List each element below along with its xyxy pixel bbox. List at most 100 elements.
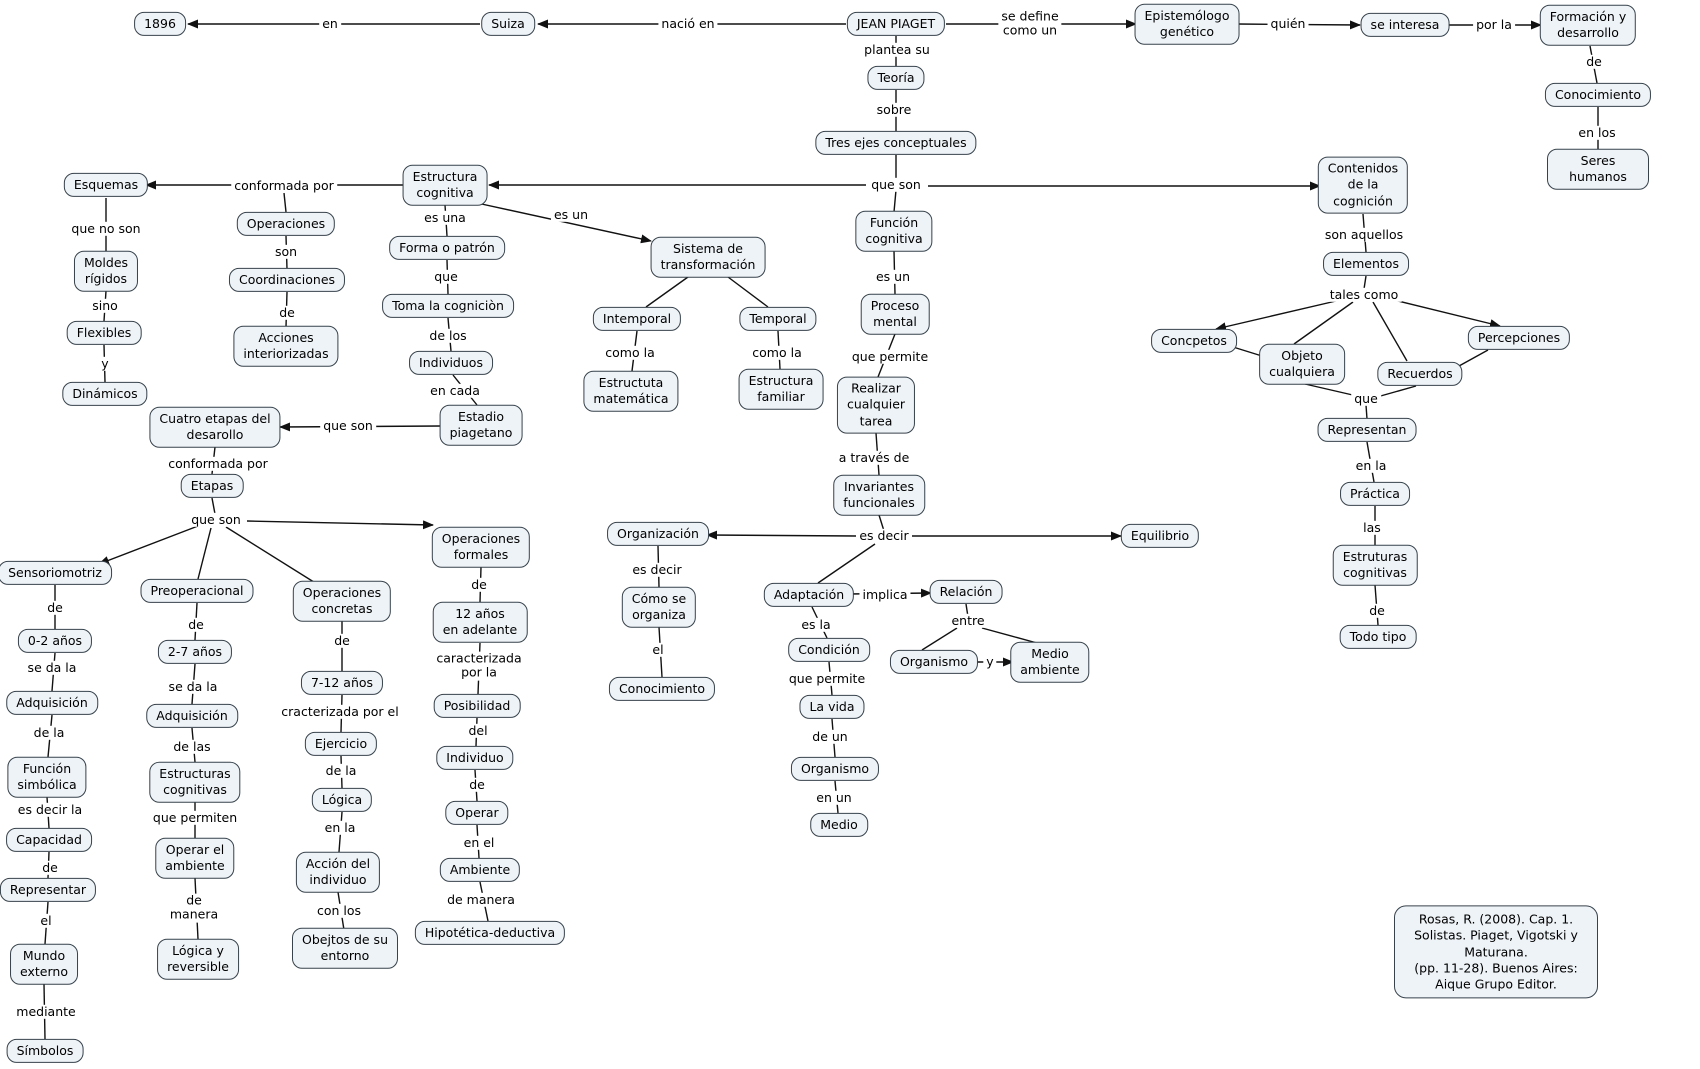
concept-node-todo-tipo[interactable]: Todo tipo bbox=[1339, 624, 1417, 650]
concept-node-logica-reversible[interactable]: Lógica y reversible bbox=[157, 938, 239, 980]
concept-node-accion-individuo[interactable]: Acción del individuo bbox=[295, 851, 381, 893]
concept-node-jean-piaget[interactable]: JEAN PIAGET bbox=[846, 11, 946, 37]
concept-node-adaptacion[interactable]: Adaptación bbox=[763, 582, 855, 608]
concept-node-funcion-simbolica[interactable]: Función simbólica bbox=[7, 756, 87, 798]
concept-node-elementos[interactable]: Elementos bbox=[1323, 251, 1409, 277]
concept-node-representan[interactable]: Representan bbox=[1317, 417, 1417, 443]
concept-node-ambiente[interactable]: Ambiente bbox=[439, 857, 521, 883]
concept-node-obejtos[interactable]: Obejtos de su entorno bbox=[291, 927, 399, 969]
link-label-es-un-sist: es un bbox=[550, 207, 592, 223]
concept-node-operar-ambiente[interactable]: Operar el ambiente bbox=[155, 837, 235, 879]
concept-node-estructura-cognitiva[interactable]: Estructura cognitiva bbox=[402, 164, 488, 206]
concept-node-individuo[interactable]: Individuo bbox=[436, 745, 514, 771]
concept-node-n1896[interactable]: 1896 bbox=[134, 11, 186, 37]
link-label-en-la-2: en la bbox=[1352, 458, 1390, 474]
link-label-de-las: de las bbox=[170, 739, 214, 755]
concept-node-como-organiza[interactable]: Cómo se organiza bbox=[621, 586, 697, 628]
concept-node-equilibrio[interactable]: Equilibrio bbox=[1120, 523, 1200, 549]
concept-node-realizar[interactable]: Realizar cualquier tarea bbox=[836, 376, 916, 434]
concept-node-cuatro-etapas[interactable]: Cuatro etapas del desarollo bbox=[149, 406, 281, 448]
link-label-las: las bbox=[1360, 520, 1384, 536]
concept-node-coordinaciones[interactable]: Coordinaciones bbox=[228, 267, 346, 293]
concept-node-capacidad[interactable]: Capacidad bbox=[6, 827, 92, 853]
concept-node-estadio[interactable]: Estadio piagetano bbox=[439, 404, 523, 446]
concept-node-sistema[interactable]: Sistema de transformación bbox=[650, 236, 766, 278]
concept-node-logica[interactable]: Lógica bbox=[311, 787, 373, 813]
concept-node-recuerdos[interactable]: Recuerdos bbox=[1377, 361, 1463, 387]
link-label-nacio-en: nació en bbox=[658, 16, 718, 32]
concept-node-posibilidad[interactable]: Posibilidad bbox=[433, 693, 521, 719]
link-label-de-top: de bbox=[1583, 54, 1605, 70]
concept-node-forma-patron[interactable]: Forma o patrón bbox=[389, 235, 505, 261]
concept-node-relacion[interactable]: Relación bbox=[929, 579, 1003, 605]
concept-node-intemporal[interactable]: Intemporal bbox=[592, 306, 682, 332]
link-label-que-son-3: que son bbox=[188, 512, 244, 528]
concept-node-anos27[interactable]: 2-7 años bbox=[157, 639, 233, 665]
concept-node-anos02[interactable]: 0-2 años bbox=[17, 628, 93, 654]
concept-node-teoria[interactable]: Teoría bbox=[867, 65, 925, 91]
concept-node-toma-cognicion[interactable]: Toma la cogniciòn bbox=[382, 293, 514, 319]
concept-node-formacion[interactable]: Formación y desarrollo bbox=[1539, 4, 1637, 46]
concept-node-organismo-l[interactable]: Organismo bbox=[790, 756, 880, 782]
concept-node-representar[interactable]: Representar bbox=[0, 877, 97, 903]
concept-node-conocimiento-mid[interactable]: Conocimiento bbox=[608, 676, 716, 702]
concept-node-la-vida[interactable]: La vida bbox=[799, 694, 865, 720]
concept-node-se-interesa[interactable]: se interesa bbox=[1360, 12, 1450, 38]
concept-node-objeto-cualquiera[interactable]: Objeto cualquiera bbox=[1259, 343, 1345, 385]
concept-node-adquisicion2[interactable]: Adquisición bbox=[146, 703, 238, 729]
link-label-de-los: de los bbox=[426, 328, 470, 344]
concept-node-estructuras-cognitivas2[interactable]: Estructuras cognitivas bbox=[149, 761, 241, 803]
link-label-y-1: y bbox=[98, 356, 112, 372]
concept-node-organizacion[interactable]: Organización bbox=[607, 521, 709, 547]
link-label-se-da-la-1: se da la bbox=[24, 660, 80, 676]
connector-line-es-decir-1--adaptacion bbox=[817, 543, 876, 584]
concept-node-adquisicion1[interactable]: Adquisición bbox=[6, 690, 98, 716]
concept-node-preoperacional[interactable]: Preoperacional bbox=[140, 578, 254, 604]
concept-node-dinamicos[interactable]: Dinámicos bbox=[62, 381, 148, 407]
concept-node-seres-humanos[interactable]: Seres humanos bbox=[1547, 148, 1649, 190]
concept-node-contenidos[interactable]: Contenidos de la cognición bbox=[1317, 156, 1409, 214]
concept-node-anos12[interactable]: 12 años en adelante bbox=[432, 601, 528, 643]
concept-node-estructura-familiar[interactable]: Estructura familiar bbox=[738, 368, 824, 410]
concept-node-organismo-r[interactable]: Organismo bbox=[889, 649, 979, 675]
concept-node-flexibles[interactable]: Flexibles bbox=[66, 320, 142, 346]
concept-node-practica[interactable]: Práctica bbox=[1340, 481, 1410, 507]
concept-node-invariantes[interactable]: Invariantes funcionales bbox=[833, 474, 925, 516]
concept-node-esquemas[interactable]: Esquemas bbox=[63, 172, 149, 198]
concept-node-mundo-externo[interactable]: Mundo externo bbox=[10, 943, 78, 985]
concept-node-hipotetica[interactable]: Hipotética-deductiva bbox=[414, 920, 566, 946]
link-label-de-oper: de bbox=[276, 305, 298, 321]
concept-node-estructura-matematica[interactable]: Estructuta matemática bbox=[583, 370, 679, 412]
concept-node-condicion[interactable]: Condición bbox=[788, 637, 870, 663]
concept-node-estruturas-cognitivas[interactable]: Estruturas cognitivas bbox=[1332, 544, 1418, 586]
link-label-son-aquellos: son aquellos bbox=[1321, 227, 1407, 243]
concept-node-suiza[interactable]: Suiza bbox=[481, 11, 535, 37]
concept-node-medio-ambiente[interactable]: Medio ambiente bbox=[1010, 641, 1090, 683]
concept-node-percepciones[interactable]: Percepciones bbox=[1467, 325, 1571, 351]
concept-node-sensoriomotriz[interactable]: Sensoriomotriz bbox=[0, 560, 112, 586]
concept-node-proceso-mental[interactable]: Proceso mental bbox=[860, 293, 930, 335]
concept-node-op-formales[interactable]: Operaciones formales bbox=[431, 526, 531, 568]
concept-node-operar[interactable]: Operar bbox=[445, 800, 509, 826]
concept-node-medio[interactable]: Medio bbox=[810, 812, 868, 838]
concept-node-acciones[interactable]: Acciones interiorizadas bbox=[233, 325, 339, 367]
concept-node-temporal[interactable]: Temporal bbox=[739, 306, 817, 332]
link-label-que-permite-1: que permite bbox=[848, 349, 932, 365]
concept-node-operaciones[interactable]: Operaciones bbox=[236, 211, 336, 237]
connector-line-tales-como--objeto-cualquiera bbox=[1293, 301, 1354, 345]
concept-node-epistemologo[interactable]: Epistemólogo genético bbox=[1134, 3, 1240, 45]
concept-node-simbolos[interactable]: Símbolos bbox=[6, 1038, 84, 1064]
concept-node-individuos[interactable]: Individuos bbox=[409, 350, 493, 376]
concept-node-tres-ejes[interactable]: Tres ejes conceptuales bbox=[815, 130, 977, 156]
concept-node-op-concretas[interactable]: Operaciones concretas bbox=[292, 580, 392, 622]
concept-node-funcion-cognitiva[interactable]: Función cognitiva bbox=[855, 210, 933, 252]
concept-node-etapas[interactable]: Etapas bbox=[180, 473, 244, 499]
concept-node-ejercicio[interactable]: Ejercicio bbox=[304, 731, 378, 757]
concept-node-conocimiento-top[interactable]: Conocimiento bbox=[1544, 82, 1652, 108]
link-label-se-define: se define como un bbox=[998, 9, 1062, 39]
link-label-que-no-son: que no son bbox=[68, 221, 144, 237]
concept-node-moldes[interactable]: Moldes rígidos bbox=[73, 250, 139, 292]
connector-line-que-son-3--op-formales bbox=[246, 520, 434, 530]
concept-node-concpetos[interactable]: Concpetos bbox=[1151, 328, 1237, 354]
concept-node-anos712[interactable]: 7-12 años bbox=[300, 670, 384, 696]
